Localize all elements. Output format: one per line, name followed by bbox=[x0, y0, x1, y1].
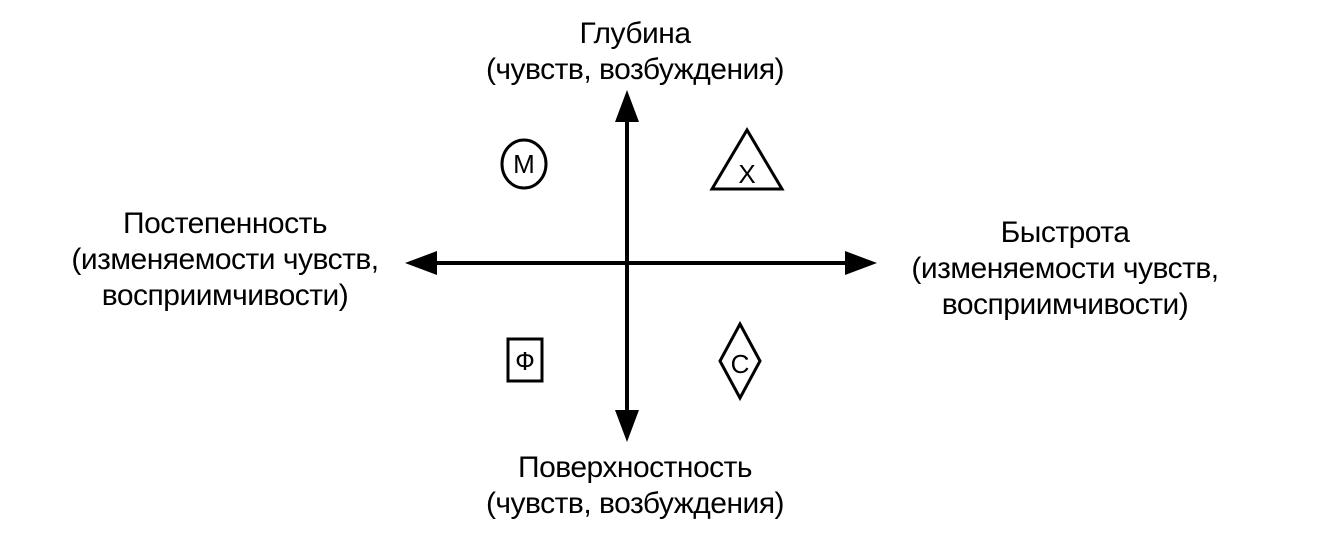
triangle-shape bbox=[709, 127, 785, 191]
top-axis-subtitle: (чувств, возбуждения) bbox=[485, 53, 785, 86]
arrowhead-left bbox=[405, 251, 437, 275]
circle-letter: М bbox=[513, 149, 535, 179]
bottom-axis-subtitle: (чувств, возбуждения) bbox=[485, 487, 785, 520]
bottom-axis-label: Поверхностность (чувств, возбуждения) bbox=[435, 450, 835, 522]
right-axis-label: Быстрота (изменяемости чувств, восприимч… bbox=[855, 215, 1275, 323]
right-axis-line2: (изменяемости чувств, bbox=[911, 252, 1219, 285]
right-axis-title: Быстрота bbox=[1000, 216, 1130, 249]
left-axis-line2: (изменяемости чувств, bbox=[71, 243, 379, 276]
circle-shape bbox=[500, 138, 548, 190]
right-axis-line3: восприимчивости) bbox=[941, 288, 1189, 321]
square-shape bbox=[506, 337, 544, 383]
arrowhead-up bbox=[615, 90, 639, 122]
bottom-axis-title: Поверхностность bbox=[518, 451, 753, 484]
left-axis-label: Постепенность (изменяемости чувств, восп… bbox=[20, 206, 430, 314]
arrowhead-right bbox=[845, 251, 877, 275]
arrowhead-down bbox=[615, 410, 639, 442]
square-letter: Ф bbox=[515, 346, 535, 376]
left-axis-title: Постепенность bbox=[123, 207, 327, 240]
triangle-letter: Х bbox=[738, 159, 756, 189]
left-axis-line3: восприимчивости) bbox=[101, 279, 349, 312]
top-axis-title: Глубина bbox=[579, 17, 691, 50]
top-axis-label: Глубина (чувств, возбуждения) bbox=[435, 16, 835, 88]
diamond-letter: С bbox=[730, 349, 750, 379]
diamond-shape bbox=[718, 320, 762, 402]
